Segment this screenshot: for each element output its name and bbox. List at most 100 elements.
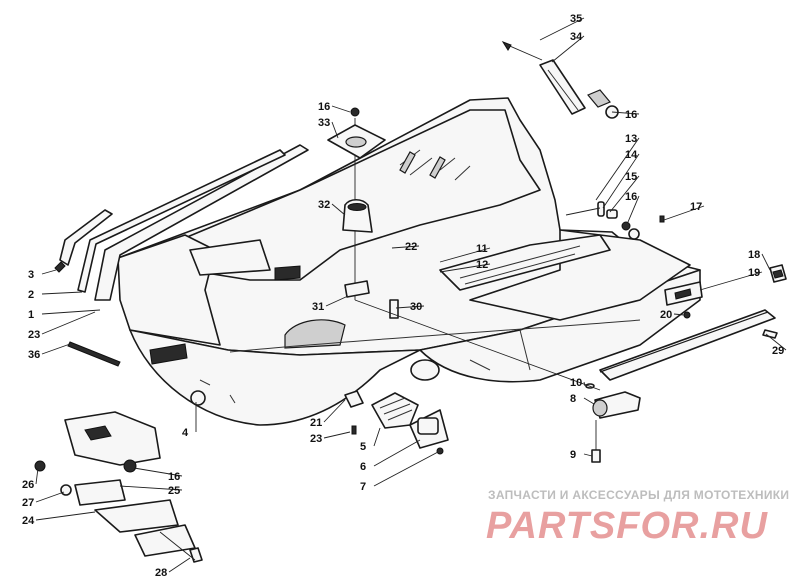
callout-leader xyxy=(168,557,191,573)
callout-29: 29 xyxy=(765,333,787,357)
callout-label: 33 xyxy=(318,117,330,129)
callout-24: 24 xyxy=(22,511,96,527)
callout-label: 8 xyxy=(570,393,576,405)
callout-label: 23 xyxy=(28,329,40,341)
callout-label: 31 xyxy=(312,301,324,313)
callout-leader xyxy=(583,397,595,405)
callout-leader xyxy=(35,491,65,503)
belly-pan-body xyxy=(117,97,776,426)
callout-13: 13 xyxy=(595,133,640,201)
callout-label: 15 xyxy=(625,171,637,183)
callout-label: 1 xyxy=(28,309,34,321)
front-bracket-assembly xyxy=(34,411,203,563)
lower-center-parts xyxy=(190,390,449,455)
callout-label: 11 xyxy=(476,243,488,255)
callout-label: 17 xyxy=(690,201,702,213)
callout-label: 16 xyxy=(625,191,637,203)
callout-label: 21 xyxy=(310,417,322,429)
callout-9: 9 xyxy=(570,449,593,461)
callout-18: 18 xyxy=(748,249,771,271)
callout-label: 32 xyxy=(318,199,330,211)
callout-leader xyxy=(602,153,640,209)
watermark: ЗАПЧАСТИ И АКСЕССУАРЫ ДЛЯ МОТОТЕХНИКИ PA… xyxy=(478,488,790,548)
callout-leader xyxy=(119,485,183,491)
callout-16c: 16 xyxy=(625,191,640,223)
callout-11: 11 xyxy=(439,243,491,263)
callout-leader xyxy=(663,205,705,221)
callout-label: 25 xyxy=(168,485,180,497)
callout-label: 14 xyxy=(625,149,638,161)
callout-leader xyxy=(41,291,83,295)
callout-label: 5 xyxy=(360,441,366,453)
watermark-logo: PARTSFOR.RU xyxy=(486,505,768,547)
misc-rods xyxy=(67,299,601,391)
callout-leader xyxy=(373,439,421,467)
callout-label: 7 xyxy=(360,481,366,493)
callout-label: 34 xyxy=(570,31,583,43)
callout-leader xyxy=(323,399,346,423)
watermark-caption: ЗАПЧАСТИ И АКСЕССУАРЫ ДЛЯ МОТОТЕХНИКИ xyxy=(488,488,790,502)
callout-35: 35 xyxy=(539,13,585,41)
callout-leader xyxy=(765,333,787,351)
lower-right-latch xyxy=(585,383,641,463)
callout-22: 22 xyxy=(391,241,420,253)
callout-26: 26 xyxy=(22,467,39,491)
callout-label: 24 xyxy=(22,515,35,527)
callout-leader xyxy=(439,247,491,263)
callout-leader xyxy=(325,295,349,307)
callout-leader xyxy=(627,195,640,223)
callout-33: 33 xyxy=(318,117,339,139)
callout-leader xyxy=(133,467,183,477)
callout-leader xyxy=(35,467,39,485)
callout-label: 13 xyxy=(625,133,637,145)
callout-leader xyxy=(673,313,685,316)
callout-leader xyxy=(611,111,640,115)
callout-label: 18 xyxy=(748,249,760,261)
callout-leader xyxy=(41,343,71,355)
callout-label: 19 xyxy=(748,267,760,279)
callout-leader xyxy=(373,451,439,487)
callout-16a: 16 xyxy=(611,109,640,121)
callout-leader xyxy=(609,175,640,213)
callout-leader xyxy=(595,137,640,201)
callout-label: 3 xyxy=(28,269,34,281)
callout-19: 19 xyxy=(699,267,763,291)
callout-20: 20 xyxy=(660,309,685,321)
callout-label: 16 xyxy=(625,109,637,121)
callout-14: 14 xyxy=(602,149,640,209)
callout-label: 28 xyxy=(155,567,167,579)
callout-leader xyxy=(35,511,96,521)
callout-25: 25 xyxy=(119,485,183,497)
callout-leader xyxy=(761,253,771,271)
steering-boot-assembly xyxy=(327,107,386,300)
callout-5: 5 xyxy=(360,427,381,453)
callout-label: 16 xyxy=(318,101,330,113)
callout-leader xyxy=(551,35,585,63)
callout-21: 21 xyxy=(310,399,346,429)
callout-16b: 16 xyxy=(318,101,351,113)
callout-label: 16 xyxy=(168,471,180,483)
callout-label: 27 xyxy=(22,497,34,509)
callout-label: 30 xyxy=(410,301,422,313)
callout-label: 36 xyxy=(28,349,40,361)
svg-text:PARTSFOR.RU: PARTSFOR.RU xyxy=(486,505,768,547)
callout-leader xyxy=(373,427,381,447)
callout-16d: 16 xyxy=(133,467,183,483)
callout-17: 17 xyxy=(663,201,705,221)
callout-leader xyxy=(331,121,339,139)
front-trim-rails xyxy=(54,144,309,301)
callout-6: 6 xyxy=(360,439,421,473)
callout-label: 10 xyxy=(570,377,582,389)
callout-30: 30 xyxy=(395,301,425,313)
shock-bracket-assembly xyxy=(501,41,619,119)
callout-23b: 23 xyxy=(310,431,351,445)
callout-leader xyxy=(331,105,351,113)
callout-34: 34 xyxy=(551,31,585,63)
callout-leader xyxy=(391,245,420,249)
callout-leader xyxy=(41,309,101,315)
callout-7: 7 xyxy=(360,451,439,493)
callout-8: 8 xyxy=(570,393,595,405)
callout-27: 27 xyxy=(22,491,65,509)
callout-leader xyxy=(41,269,57,275)
